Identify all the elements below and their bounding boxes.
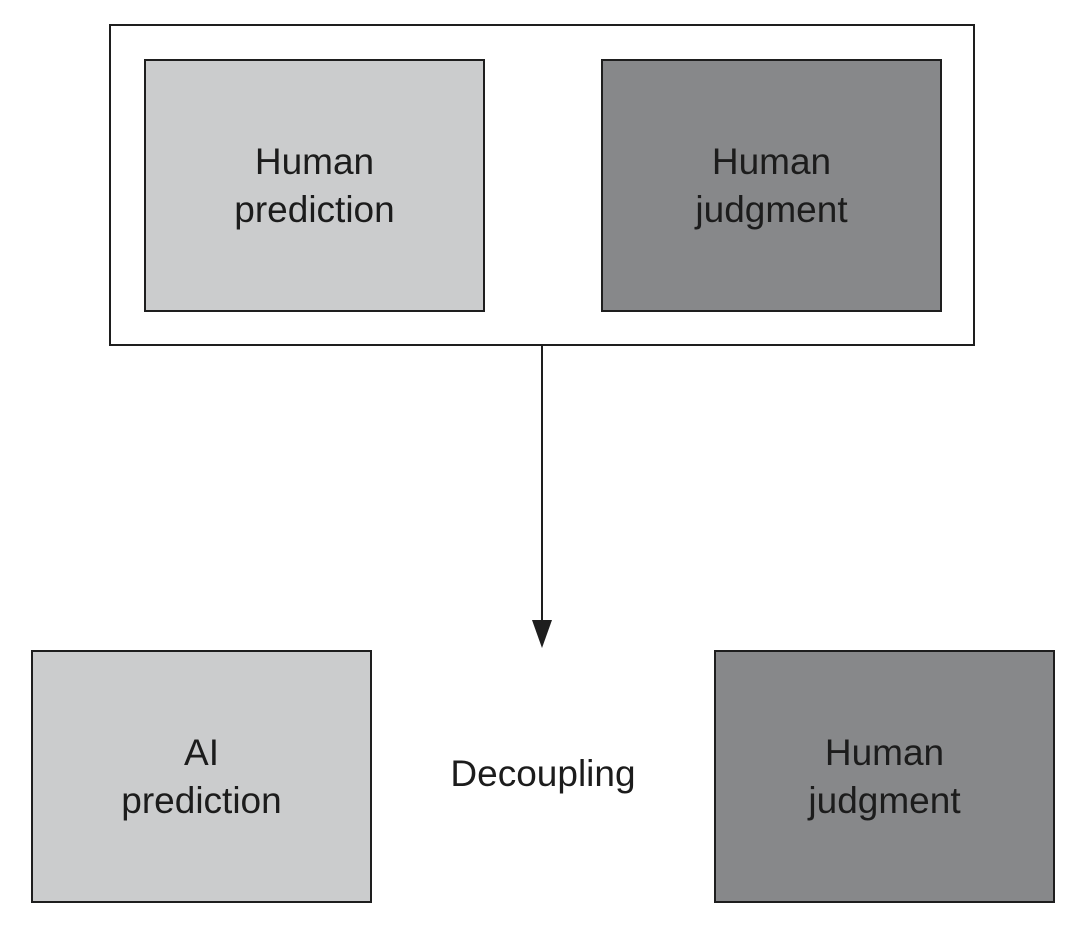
human-judgment-box-bottom: Human judgment <box>714 650 1055 903</box>
arrow-line <box>541 346 543 626</box>
human-prediction-label: Human prediction <box>234 140 395 230</box>
down-arrow-icon <box>532 620 552 648</box>
decoupling-label: Decoupling <box>450 753 636 794</box>
human-judgment-box-top: Human judgment <box>601 59 942 312</box>
ai-prediction-box: AI prediction <box>31 650 372 903</box>
human-prediction-box: Human prediction <box>144 59 485 312</box>
human-judgment-label-top: Human judgment <box>695 140 848 230</box>
human-judgment-label-bottom: Human judgment <box>808 731 961 821</box>
ai-prediction-label: AI prediction <box>121 731 282 821</box>
